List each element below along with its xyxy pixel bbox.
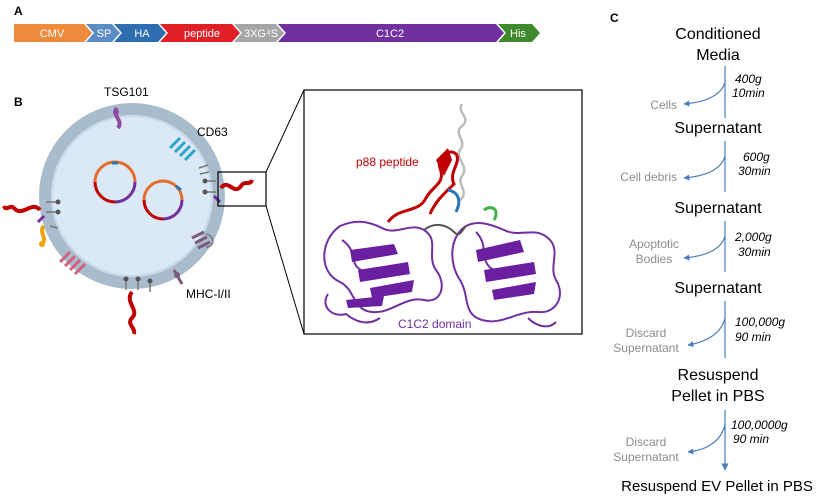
membrane-protein-lower-right xyxy=(191,230,211,250)
membrane-lipids-top-right xyxy=(198,164,210,175)
step-1-discard: Cells xyxy=(650,98,677,112)
step-5-discard-arrow xyxy=(687,423,726,455)
zoom-line-bottom xyxy=(265,205,305,335)
vesicle-lumen xyxy=(52,116,212,276)
tsg101-label: TSG101 xyxy=(104,85,149,99)
green-segment xyxy=(483,206,498,221)
segment-c1c2: C1C2 xyxy=(278,24,504,42)
domain-connector xyxy=(423,224,467,236)
mhc-protein xyxy=(172,269,184,285)
step-4-discard-line-1: Discard xyxy=(626,326,667,340)
segment-peptide-label: peptide xyxy=(184,28,220,40)
step-1-time: 10min xyxy=(732,86,765,100)
segment-cmv-shape xyxy=(14,24,92,42)
membrane-peptide-left xyxy=(2,199,61,247)
peptide-strand xyxy=(436,148,452,176)
cd63-protein xyxy=(168,136,197,162)
membrane-peptide-bottom xyxy=(123,276,153,335)
construct-map: CMV SP HA peptide 3XG⁴S C1C2 His xyxy=(14,24,540,42)
step-1-speed: 400g xyxy=(735,72,762,86)
segment-linker-shape xyxy=(234,24,284,42)
step-5-discard-line-1: Discard xyxy=(626,435,667,449)
step-3-discard-line-1: Apoptotic xyxy=(629,237,679,251)
step-2-discard: Cell debris xyxy=(620,170,677,184)
segment-sp-shape xyxy=(86,24,120,42)
step-4-discard-line-2: Supernatant xyxy=(613,341,679,355)
structure-frame xyxy=(303,89,583,335)
membrane-peptide-right xyxy=(202,178,254,204)
blue-segment xyxy=(447,188,461,213)
segment-ha: HA xyxy=(114,24,166,42)
segment-his-shape xyxy=(498,24,540,42)
segment-c1c2-shape xyxy=(278,24,504,42)
step-2-time: 30min xyxy=(738,164,771,178)
zoom-line-top xyxy=(265,89,305,173)
segment-sp: SP xyxy=(86,24,120,42)
vesicle-inner-ring xyxy=(51,115,213,277)
segment-c1c2-label: C1C2 xyxy=(376,28,404,40)
step-1-discard-arrow xyxy=(683,81,726,107)
step-4-product-line-2: Pellet in PBS xyxy=(671,388,764,405)
step-1-product: Supernatant xyxy=(674,120,762,137)
protein-structure-panel: p88 peptide C1C2 domain xyxy=(303,89,583,335)
step-2-discard-arrow xyxy=(683,155,726,181)
step-2-product: Supernatant xyxy=(674,200,762,217)
segment-peptide-shape xyxy=(160,24,240,42)
step-3-discard-arrow xyxy=(683,235,726,261)
step-4-product-line-1: Resuspend xyxy=(678,367,759,384)
zoom-box xyxy=(217,171,267,207)
step-5-speed: 100,0000g xyxy=(731,418,788,432)
peptide-label: p88 peptide xyxy=(356,155,419,169)
step-4-time: 90 min xyxy=(735,330,771,344)
c1c2-domain-left-sheets xyxy=(346,244,414,308)
step-3-product: Supernatant xyxy=(674,280,762,297)
linker-coil xyxy=(457,103,467,201)
cd63-label: CD63 xyxy=(197,125,228,139)
segment-cmv-label: CMV xyxy=(40,28,65,40)
start-line-2: Media xyxy=(696,47,740,64)
mhc-label: MHC-I/II xyxy=(186,287,231,301)
segment-peptide: peptide xyxy=(160,24,240,42)
segment-linker: 3XG⁴S xyxy=(234,24,284,42)
vesicle-diagram: TSG101 CD63 xyxy=(2,85,305,335)
step-3-speed: 2,000g xyxy=(734,230,772,244)
step-5-product: Resuspend EV Pellet in PBS xyxy=(621,478,813,495)
segment-cmv: CMV xyxy=(14,24,92,42)
protocol-flow: Conditioned Media 400g 10min Cells Super… xyxy=(613,26,813,495)
segment-his-label: His xyxy=(510,28,526,40)
step-3-time: 30min xyxy=(738,245,771,259)
step-3-discard-line-2: Bodies xyxy=(636,252,673,266)
panel-label-b: B xyxy=(14,95,23,109)
segment-ha-label: HA xyxy=(134,28,150,40)
step-4-discard-arrow xyxy=(687,317,726,348)
domain-label: C1C2 domain xyxy=(398,317,471,331)
segment-linker-label: 3XG⁴S xyxy=(244,28,278,40)
step-5-discard-line-2: Supernatant xyxy=(613,450,679,464)
panel-label-c: C xyxy=(610,11,619,25)
segment-ha-shape xyxy=(114,24,166,42)
cargo-circle-2 xyxy=(142,179,184,221)
cargo-circle-1 xyxy=(93,160,137,204)
step-5-time: 90 min xyxy=(733,432,769,446)
step-4-speed: 100,000g xyxy=(735,315,785,329)
lower-right-loop xyxy=(205,233,214,248)
step-2-speed: 600g xyxy=(743,150,770,164)
segment-his: His xyxy=(498,24,540,42)
c1c2-domain-right-sheets xyxy=(476,240,536,300)
vesicle-outer-membrane xyxy=(39,103,225,289)
panel-label-a: A xyxy=(14,4,23,18)
tetraspanin-lower-left xyxy=(58,250,87,276)
start-line-1: Conditioned xyxy=(675,26,760,43)
segment-sp-label: SP xyxy=(97,28,112,40)
tsg101-protein xyxy=(113,106,122,130)
